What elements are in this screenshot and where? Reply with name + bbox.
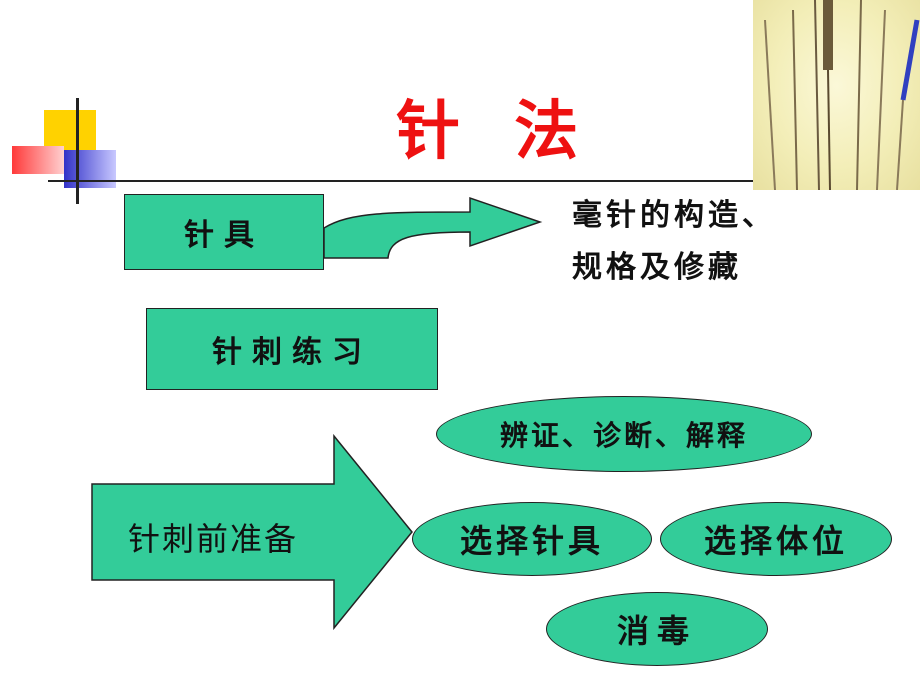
needle-tools-label: 针具 [184,218,264,253]
diagnosis-oval: 辨证、诊断、解释 [436,396,812,472]
pre-needling-prep-label: 针刺前准备 [128,520,299,558]
needle-tools-box: 针具 [124,194,324,270]
decor-red-bar [12,146,64,174]
needle-description: 毫针的构造、 规格及修藏 [572,190,852,294]
select-posture-label: 选择体位 [703,522,848,560]
disinfect-oval: 消毒 [546,592,768,666]
needling-practice-label: 针刺练习 [212,335,372,370]
disinfect-label: 消毒 [616,612,697,650]
page-title: 针 法 [396,94,595,169]
select-tools-oval: 选择针具 [412,502,652,576]
needle-description-line1: 毫针的构造、 [572,198,776,233]
acupuncture-needles-image [753,0,920,190]
select-posture-oval: 选择体位 [660,502,892,576]
needling-practice-box: 针刺练习 [146,308,438,390]
select-tools-label: 选择针具 [459,522,604,560]
curved-arrow [323,196,543,259]
needle-description-line2: 规格及修藏 [572,250,742,285]
decor-vertical-line [76,98,79,204]
title-underline [48,180,858,182]
diagnosis-label: 辨证、诊断、解释 [499,419,748,452]
prep-block-arrow [91,433,413,631]
